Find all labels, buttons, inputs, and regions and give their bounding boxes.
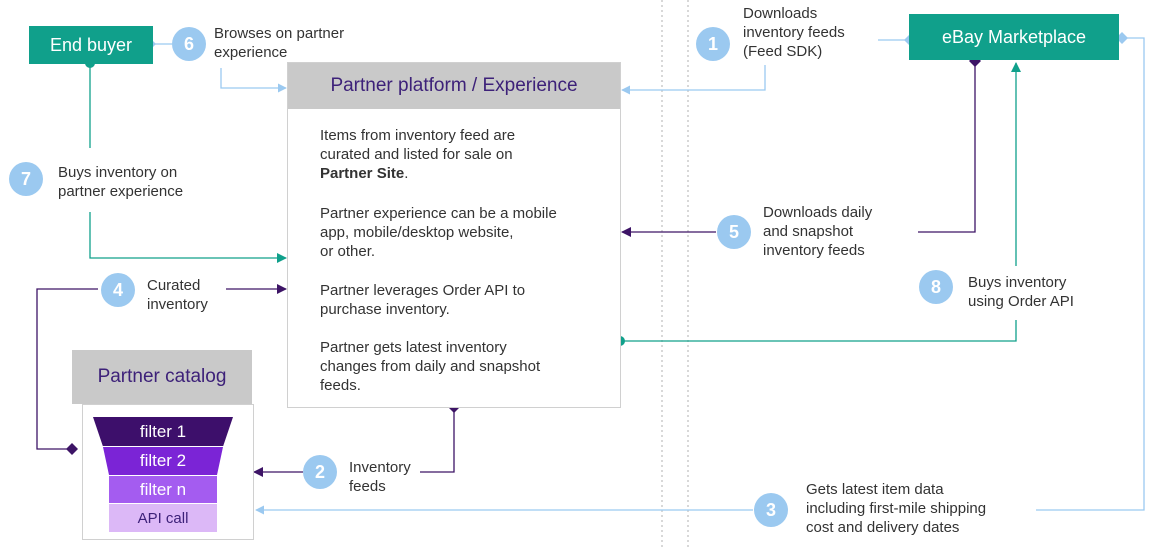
step-1-line1: Downloads <box>743 5 818 22</box>
step-3-line3: cost and delivery dates <box>806 519 960 536</box>
step-4-line1: Curated <box>147 277 201 294</box>
platform-p1-line1: Items from inventory feed are <box>320 127 516 144</box>
platform-p4-line1: Partner gets latest inventory <box>320 339 507 356</box>
platform-p2-line2: app, mobile/desktop website, <box>320 224 514 241</box>
step-8-line2: using Order API <box>968 293 1074 310</box>
platform-p3-line2: purchase inventory. <box>320 301 450 318</box>
step-7-line2: partner experience <box>58 183 184 200</box>
platform-p1-end: . <box>404 165 409 182</box>
step-7-label: Buys inventory on partner experience <box>58 163 183 201</box>
platform-p4-line3: feeds. <box>320 377 361 394</box>
filter-1: filter 1 <box>93 417 233 446</box>
platform-paragraph-1: Items from inventory feed are curated an… <box>320 126 515 183</box>
step-5-line2: and snapshot <box>763 223 854 240</box>
connector-step7-bottom <box>89 212 287 263</box>
step-5-line3: inventory feeds <box>763 242 865 259</box>
step-3-label: Gets latest item data including first-mi… <box>806 480 986 537</box>
platform-paragraph-3: Partner leverages Order API to purchase … <box>320 281 525 319</box>
step-6-badge: 6 <box>172 27 206 61</box>
step-2-badge: 2 <box>303 455 337 489</box>
step-1-label: Downloads inventory feeds (Feed SDK) <box>743 4 845 61</box>
step-5-label: Downloads daily and snapshot inventory f… <box>763 203 872 260</box>
step-2-line2: feeds <box>349 478 386 495</box>
platform-p2-line3: or other. <box>320 243 376 260</box>
partner-catalog-header: Partner catalog <box>72 350 252 404</box>
step-1-line3: (Feed SDK) <box>743 43 823 60</box>
step-5-badge: 5 <box>717 215 751 249</box>
step-6-line1: Browses on partner <box>214 25 345 42</box>
step-6-label: Browses on partner experience <box>214 24 344 62</box>
partner-platform-header: Partner platform / Experience <box>288 63 620 109</box>
platform-p2-line1: Partner experience can be a mobile <box>320 205 557 222</box>
step-8-badge: 8 <box>919 270 953 304</box>
api-call: API call <box>109 504 217 532</box>
platform-p1-line2: curated and listed for sale on <box>320 146 513 163</box>
step-1-line2: inventory feeds <box>743 24 845 41</box>
platform-p4-line2: changes from daily and snapshot <box>320 358 541 375</box>
step-3-line1: Gets latest item data <box>806 481 944 498</box>
step-3-line2: including first-mile shipping <box>806 500 987 517</box>
connector-step6-arrow <box>220 68 287 93</box>
step-8-line1: Buys inventory <box>968 274 1067 291</box>
connector-step1-arrow <box>621 65 766 95</box>
step-2-line1: Inventory <box>349 459 411 476</box>
step-7-badge: 7 <box>9 162 43 196</box>
step-8-label: Buys inventory using Order API <box>968 273 1074 311</box>
step-4-badge: 4 <box>101 273 135 307</box>
connector-step3-line <box>1036 37 1145 511</box>
step-3-badge: 3 <box>754 493 788 527</box>
step-5-line1: Downloads daily <box>763 204 873 221</box>
partner-platform-box <box>287 62 621 408</box>
step-4-line2: inventory <box>147 296 208 313</box>
end-buyer-node: End buyer <box>29 26 153 64</box>
step-2-label: Inventory feeds <box>349 458 411 496</box>
filter-2: filter 2 <box>103 447 223 475</box>
connector-step2-line <box>420 407 455 473</box>
step-7-line1: Buys inventory on <box>58 164 178 181</box>
platform-paragraph-2: Partner experience can be a mobile app, … <box>320 204 557 261</box>
step-1-badge: 1 <box>696 27 730 61</box>
platform-p1-line3: Partner Site. <box>320 164 515 183</box>
connector-step8-line <box>620 320 1017 342</box>
connector-step4-line <box>36 288 98 450</box>
filter-n: filter n <box>109 476 217 503</box>
connector-step5-top <box>918 61 976 233</box>
partner-site-bold: Partner Site <box>320 165 405 182</box>
ebay-marketplace-node: eBay Marketplace <box>909 14 1119 60</box>
platform-paragraph-4: Partner gets latest inventory changes fr… <box>320 338 540 395</box>
platform-p3-line1: Partner leverages Order API to <box>320 282 526 299</box>
step-6-line2: experience <box>214 44 288 61</box>
step-4-label: Curated inventory <box>147 276 208 314</box>
